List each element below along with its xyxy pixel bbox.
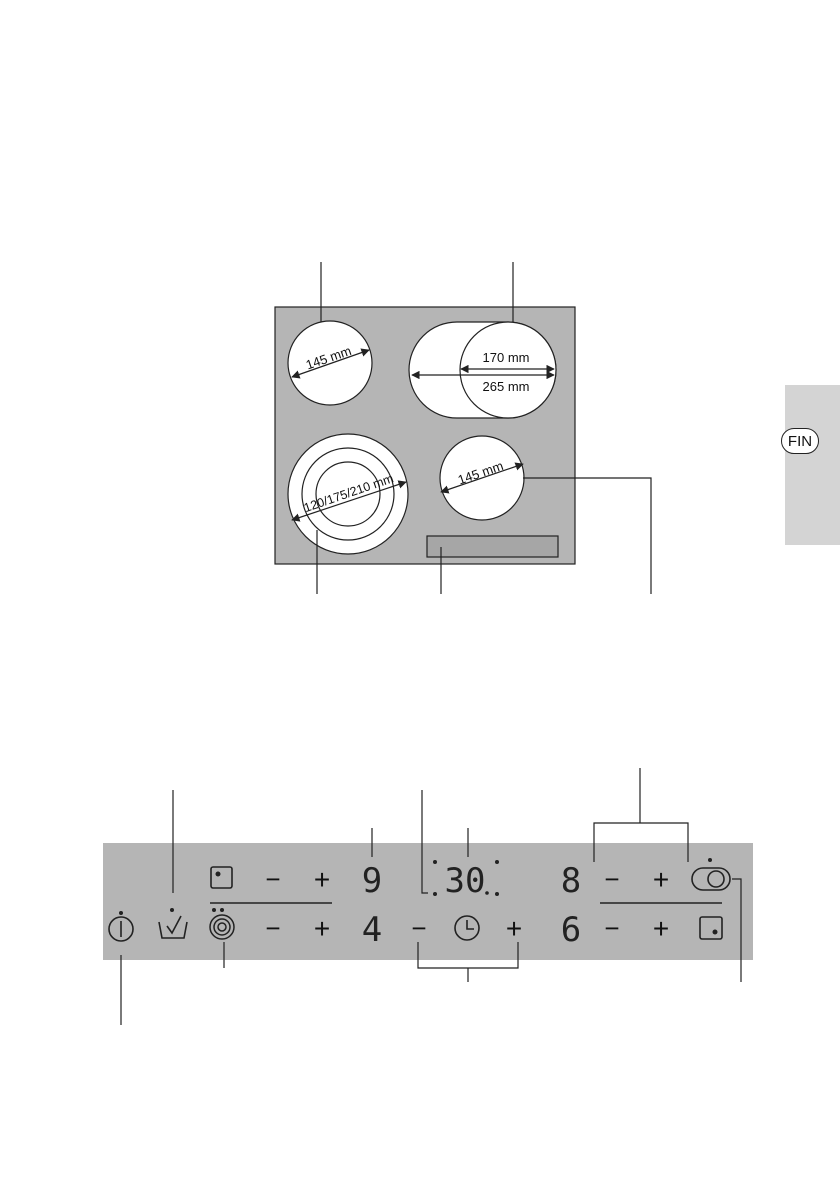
front-right-zone-icon[interactable] [699, 916, 723, 940]
front-left-display: 4 [362, 910, 382, 950]
minus-button-rear-left[interactable]: − [265, 864, 280, 894]
zone-rear-right-inner-dimension: 170 mm [483, 350, 530, 365]
leader-line [421, 790, 428, 894]
control-panel [103, 843, 753, 960]
rear-right-display: 8 [561, 861, 581, 901]
dimension-arrow [440, 462, 524, 494]
leader-line [523, 477, 652, 594]
plus-button-front-left[interactable]: + [314, 913, 330, 944]
rear-left-zone-icon[interactable] [210, 866, 233, 889]
plus-button-rear-left[interactable]: + [314, 864, 330, 895]
timer-plus-button[interactable]: + [506, 913, 522, 944]
timer-clock-icon[interactable] [454, 915, 480, 941]
power-icon[interactable] [108, 911, 134, 942]
dual-zone-icon[interactable] [691, 858, 731, 891]
keep-warm-icon[interactable] [158, 908, 188, 939]
plus-button-rear-right[interactable]: + [653, 864, 669, 895]
zone-rear-right-inner [459, 321, 557, 419]
dimension-arrow [291, 480, 407, 522]
dimension-arrow [291, 348, 370, 379]
triple-zone-icon[interactable] [209, 908, 235, 940]
leader-bracket [593, 822, 689, 862]
minus-button-front-right[interactable]: − [604, 913, 619, 943]
front-right-display: 6 [561, 910, 581, 950]
language-tab [785, 385, 840, 545]
timer-minus-button[interactable]: − [411, 913, 426, 943]
timer-indicator-dots [433, 860, 499, 896]
rear-left-display: 9 [362, 861, 382, 901]
language-badge: FIN [781, 428, 819, 454]
minus-button-front-left[interactable]: − [265, 913, 280, 943]
leader-line [732, 878, 742, 982]
timer-display: 30 [445, 861, 486, 901]
control-panel-area [426, 535, 559, 558]
plus-button-front-right[interactable]: + [653, 913, 669, 944]
minus-button-rear-right[interactable]: − [604, 864, 619, 894]
zone-rear-right-outer-dimension: 265 mm [483, 379, 530, 394]
